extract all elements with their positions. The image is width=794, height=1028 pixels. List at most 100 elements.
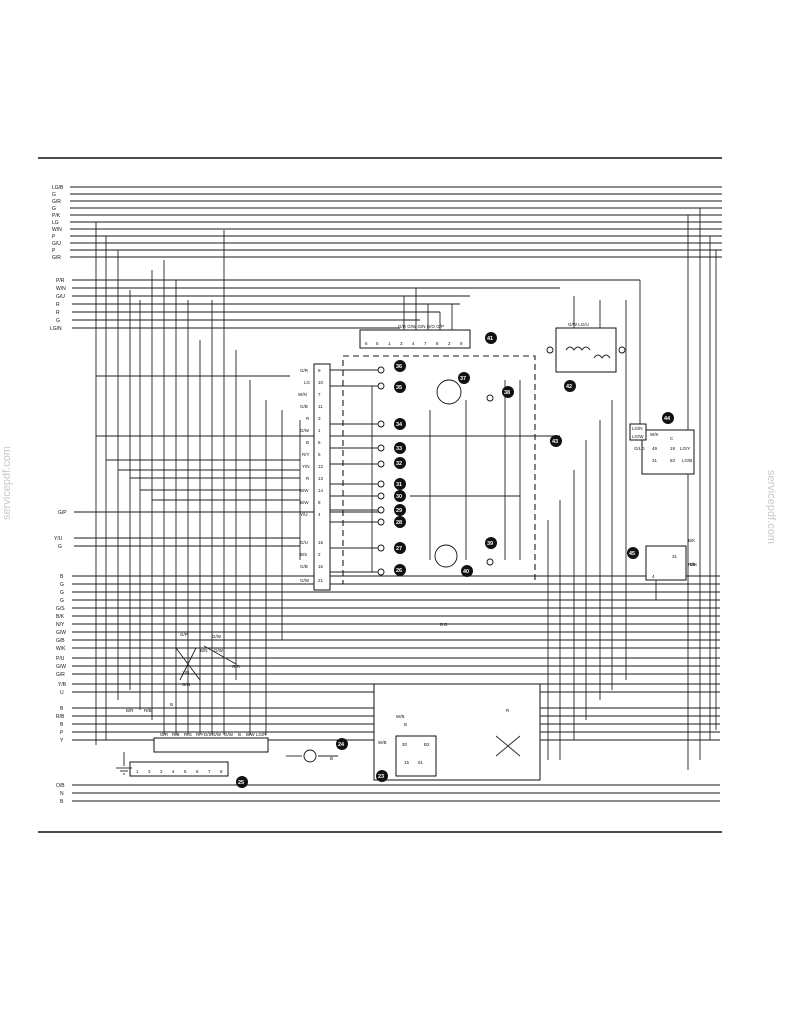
wire-label: G/U (56, 294, 65, 300)
strip-label: R/Y (302, 452, 310, 457)
relay-44-label: LG/B (682, 458, 692, 463)
c35-header: G/R (160, 732, 169, 737)
wire-label: P (60, 730, 64, 736)
misc-label: B B (440, 622, 447, 627)
svg-text:24: 24 (338, 742, 345, 748)
misc-label: B/N (200, 648, 208, 653)
strip-label: G/U (300, 540, 308, 545)
connector-41: G/R G/W G/N G/O G/P 6 5 1 3 4 7 8 2 9 (359, 288, 471, 349)
pin-label: 8 (436, 341, 439, 346)
svg-text:44: 44 (664, 416, 671, 422)
callout-33: 33 (394, 442, 406, 454)
svg-text:35: 35 (396, 385, 402, 391)
misc-label: Y/B (182, 670, 189, 675)
wire-label: P/U (56, 656, 65, 662)
switch-label: W/B (396, 714, 405, 719)
strip-pin: 8 (318, 500, 321, 505)
callout-29: 29 (394, 504, 406, 516)
callout-43: 43 (550, 435, 562, 447)
callout-31: 31 (394, 478, 406, 490)
relay-44-label: 63 (670, 458, 676, 463)
relay-44-label: 19 (670, 446, 676, 451)
strip-label: B/W (300, 488, 309, 493)
callout-24: 24 (336, 738, 348, 750)
svg-text:41: 41 (487, 336, 493, 342)
wire-label: B (60, 706, 64, 712)
misc-label: G/W (212, 634, 222, 639)
wire-label: LG/B (52, 185, 64, 191)
callout-41: 41 (485, 332, 497, 344)
callout-28: 28 (394, 516, 406, 528)
switch-label: W/B (378, 740, 387, 745)
wire-bus-middle: G/P Y/U G (54, 510, 380, 550)
c35-header: B/W (246, 732, 255, 737)
svg-text:38: 38 (504, 390, 510, 396)
connector-41-header: G/R G/W G/N G/O G/P (398, 324, 444, 329)
relay-44: LG/N LG/W G/LG W/K C 49 19 31 63 LG/Y LG… (629, 423, 695, 475)
svg-text:31: 31 (396, 482, 402, 488)
svg-text:42: 42 (566, 384, 572, 390)
wire-label: G (60, 582, 64, 588)
c35-pin: 7 (208, 769, 211, 774)
wire-label: G/U (52, 241, 61, 247)
pin-label: 3 (400, 341, 403, 346)
unit-45: B/K 31 R/B 4 (645, 538, 696, 600)
strip-pin: 9 (318, 368, 321, 373)
wire-label: G (56, 318, 60, 324)
relay-44-label: 31 (652, 458, 658, 463)
c35-header: R/B (172, 732, 180, 737)
svg-text:33: 33 (396, 446, 402, 452)
svg-text:26: 26 (396, 568, 402, 574)
wire-label: N (60, 791, 64, 797)
wire-label: P/R (56, 278, 65, 284)
strip-pin: 2 (318, 552, 321, 557)
callout-45: 45 (627, 547, 639, 559)
relay-44-label: LG/W (632, 434, 644, 439)
callout-44: 44 (662, 412, 674, 424)
relay-44-label: LG/N (632, 426, 643, 431)
svg-text:28: 28 (396, 520, 402, 526)
vertical-trunks (95, 208, 717, 770)
relay-42-header: G/W LG/U (568, 322, 589, 327)
wire-label: Y/U (54, 536, 63, 542)
wire-label: G/P (58, 510, 67, 516)
misc-label: G/N (182, 682, 190, 687)
misc-label: G/R (232, 664, 241, 669)
panel-43 (313, 355, 536, 591)
wire-label: P/K (52, 213, 61, 219)
wire-label: G/R (56, 672, 65, 678)
callout-36: 36 (394, 360, 406, 372)
wire-label: G/S (56, 606, 65, 612)
wire-label: U (60, 690, 64, 696)
c35-pin: 2 (160, 769, 163, 774)
callout-27: 27 (394, 542, 406, 554)
switch-label: B (404, 722, 407, 727)
misc-label: G/P (180, 632, 188, 637)
svg-text:34: 34 (396, 422, 403, 428)
c35-header: D/S (204, 732, 212, 737)
pin-label: 2 (448, 341, 451, 346)
c35-header: R/G (184, 732, 193, 737)
strip-pin: 4 (318, 512, 321, 517)
wire-label: G (60, 590, 64, 596)
wire-label: LG/N (50, 326, 62, 332)
terminal-strip-labels: G/R 9 LG 10 W/N 7 G/B 11 R 3 G/W 1 B 6 R… (298, 368, 324, 583)
wire-label: G/W (56, 664, 66, 670)
callout-35: 35 (394, 381, 406, 393)
unit-45-label: B/K (688, 538, 695, 543)
callout-37: 37 (458, 372, 470, 384)
svg-text:45: 45 (629, 551, 635, 557)
wire-label: G (52, 206, 56, 212)
relay-44-label: G/LG (634, 446, 645, 451)
panel-terminals (377, 366, 494, 576)
misc-label: B/R (126, 708, 134, 713)
wire-label: B (60, 722, 64, 728)
motor-24 (286, 749, 338, 763)
wire-label: G (58, 544, 62, 550)
strip-label: G/B (300, 404, 308, 409)
switch-label: 15 (404, 760, 410, 765)
misc-label: R/B (144, 708, 152, 713)
svg-text:39: 39 (487, 541, 493, 547)
misc-label: B/K (690, 562, 697, 567)
